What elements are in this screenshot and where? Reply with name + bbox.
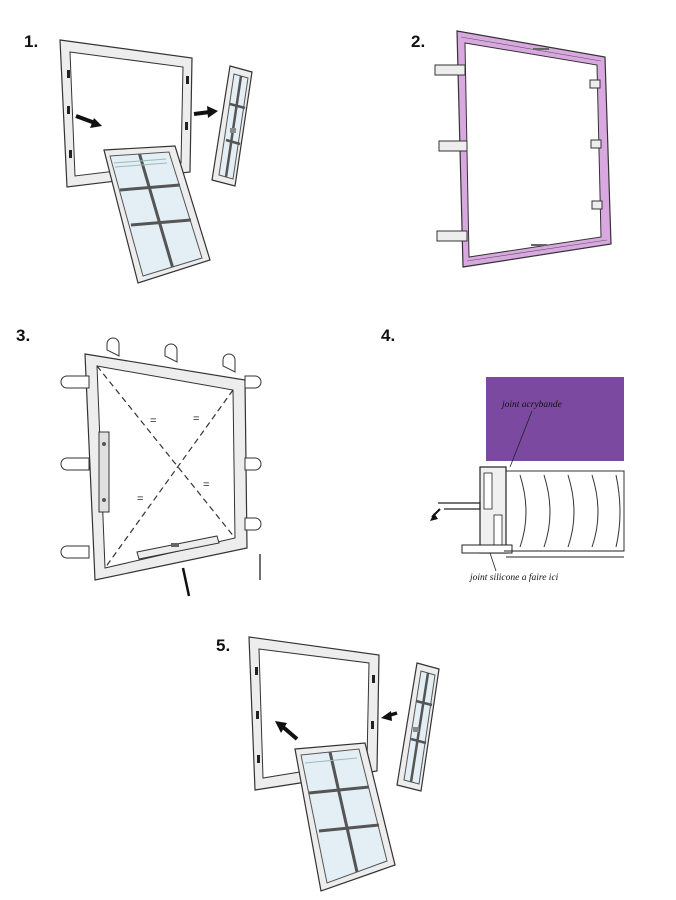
step3-level-tool: [136, 535, 220, 560]
step4-illustration: joint acrybande joint silicone a faire i…: [420, 375, 626, 590]
step1-arrow-right: [193, 110, 211, 116]
step2-frame-with-tape: [456, 30, 612, 268]
step1-sash-right: [211, 65, 253, 187]
step-number-3: 3.: [16, 326, 31, 345]
step-number-1: 1.: [24, 32, 39, 51]
step5-sash-tilted: [294, 742, 396, 892]
step5-arrow-left: [281, 725, 299, 741]
svg-text:=: =: [193, 413, 199, 425]
step2-right-brackets: [589, 79, 603, 210]
step3-frame: [84, 353, 248, 581]
step-number-4: 4.: [381, 326, 396, 345]
step3-vertical-level: [98, 431, 110, 513]
step3-diagonals: = = = =: [96, 365, 236, 569]
step3-brackets: [60, 337, 262, 559]
svg-text:=: =: [203, 479, 209, 491]
step5-sash-right: [396, 662, 440, 792]
svg-text:=: =: [137, 493, 143, 505]
step1-outer-frame: [59, 39, 193, 188]
step2-illustration: [425, 25, 625, 275]
step4-label-acrybande: joint acrybande: [500, 400, 562, 410]
step4-window-profile: [438, 466, 513, 554]
step1-sash-tilted: [103, 145, 211, 284]
step3-illustration: = = = =: [55, 337, 275, 600]
step-number-2: 2.: [411, 32, 426, 51]
step3-pointer: [181, 567, 191, 597]
step-number-5: 5.: [216, 636, 231, 655]
step1-arrow-left: [75, 114, 96, 125]
step4-insulation-profile: [503, 470, 625, 552]
step4-wall-block: [486, 377, 624, 461]
step2-left-brackets: [434, 64, 468, 242]
step5-illustration: [235, 625, 455, 900]
step1-illustration: [40, 30, 280, 290]
svg-text:=: =: [150, 415, 156, 427]
step4-label-silicone: joint silicone a faire ici: [468, 572, 559, 583]
